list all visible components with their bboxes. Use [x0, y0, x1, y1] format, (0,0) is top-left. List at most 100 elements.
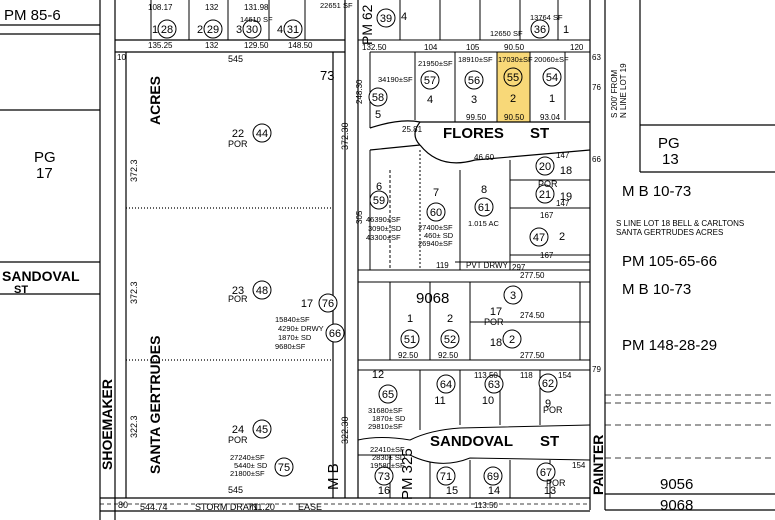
svg-text:18: 18 [490, 337, 502, 349]
parcel-51: 51 1 [400, 313, 420, 349]
svg-text:73: 73 [320, 68, 334, 83]
parcel-57: 574 [420, 70, 440, 106]
svg-text:3: 3 [236, 24, 242, 36]
svg-text:277.50: 277.50 [520, 351, 545, 360]
ref-nline: N LINE LOT 19 [619, 63, 628, 118]
parcel-56: 563 [464, 70, 484, 106]
ref-pg-13-a: PG [658, 135, 680, 152]
svg-text:28: 28 [161, 24, 173, 36]
svg-text:6: 6 [376, 181, 382, 193]
svg-text:322.30: 322.30 [340, 416, 350, 444]
svg-text:93.04: 93.04 [540, 113, 561, 122]
parcel-30: 30 3 [236, 19, 262, 39]
svg-text:2: 2 [447, 313, 453, 325]
highlighted-parcel-55[interactable] [496, 51, 531, 123]
svg-text:22: 22 [232, 128, 244, 140]
svg-text:17: 17 [301, 298, 313, 310]
street-names: FLORES ST SANDOVAL ST SANDOVAL ST SHOEMA… [2, 76, 606, 495]
ref-pm-148: PM 148-28-29 [622, 337, 717, 354]
svg-text:148.50: 148.50 [288, 41, 313, 50]
ref-s-line-note: S LINE LOT 18 BELL & CARLTONS [616, 219, 744, 228]
svg-text:27400±SF: 27400±SF [418, 223, 453, 232]
svg-text:99.50: 99.50 [466, 113, 487, 122]
svg-text:18: 18 [560, 165, 572, 177]
flores-north-block [369, 51, 590, 128]
svg-text:58: 58 [372, 92, 384, 104]
svg-text:132.50: 132.50 [362, 43, 387, 52]
svg-text:119: 119 [436, 261, 449, 270]
svg-text:3: 3 [510, 290, 516, 302]
svg-text:79: 79 [592, 365, 601, 374]
street-flores: FLORES [443, 125, 504, 142]
street-painter: PAINTER [590, 435, 606, 495]
svg-text:544.74: 544.74 [140, 502, 168, 512]
svg-text:POR: POR [543, 405, 563, 415]
svg-text:1: 1 [563, 24, 569, 36]
svg-text:132: 132 [205, 3, 219, 12]
svg-text:EASE: EASE [298, 502, 322, 512]
flores-street [369, 120, 591, 164]
svg-text:22651 SF: 22651 SF [320, 1, 353, 10]
svg-text:147: 147 [556, 151, 570, 160]
street-shoemaker: SHOEMAKER [99, 379, 115, 470]
svg-text:13: 13 [544, 485, 556, 497]
parcel-36: 36 1 [530, 19, 569, 39]
svg-text:1870± SD: 1870± SD [278, 333, 312, 342]
svg-text:80: 80 [118, 500, 128, 510]
svg-text:46390±SF: 46390±SF [366, 215, 401, 224]
svg-text:9: 9 [545, 398, 551, 410]
svg-text:76: 76 [322, 298, 334, 310]
svg-text:31: 31 [287, 24, 299, 36]
svg-text:5440± SD: 5440± SD [234, 461, 268, 470]
svg-text:46.60: 46.60 [474, 153, 495, 162]
svg-text:STORM DRAIN: STORM DRAIN [195, 502, 258, 512]
svg-text:14610 SF: 14610 SF [240, 15, 273, 24]
svg-text:2: 2 [509, 334, 515, 346]
svg-text:62: 62 [542, 378, 554, 390]
svg-text:76: 76 [592, 83, 601, 92]
svg-text:27240±SF: 27240±SF [230, 453, 265, 462]
svg-text:63: 63 [488, 379, 500, 391]
svg-text:90.50: 90.50 [504, 113, 525, 122]
svg-text:21950±SF: 21950±SF [418, 59, 453, 68]
svg-text:305: 305 [355, 210, 364, 224]
svg-text:2: 2 [559, 231, 565, 243]
parcel-62: 62 9 [538, 373, 558, 410]
svg-text:21800±SF: 21800±SF [230, 469, 265, 478]
svg-text:48: 48 [256, 285, 268, 297]
svg-text:2: 2 [510, 93, 516, 105]
svg-text:132: 132 [205, 41, 219, 50]
svg-text:47: 47 [533, 232, 545, 244]
parcel-29: 292 [197, 19, 223, 39]
street-sandoval-left: SANDOVAL [2, 268, 80, 284]
ref-mb-left: M B [325, 463, 342, 490]
svg-text:113.50: 113.50 [474, 371, 498, 380]
svg-text:545: 545 [228, 54, 243, 64]
street-sandoval: SANDOVAL [430, 433, 513, 450]
svg-text:14: 14 [488, 485, 500, 497]
parcel-47: 47 2 [529, 227, 565, 247]
svg-text:21: 21 [539, 189, 551, 201]
svg-text:POR: POR [484, 317, 504, 327]
ref-pg-17-b: 17 [36, 165, 53, 182]
dimension-labels: 108.17 132 131.98 135.25 132 129.50 148.… [117, 3, 601, 510]
svg-text:147: 147 [556, 199, 570, 208]
ref-bk-9068-bottom: 9068 [660, 497, 693, 514]
top-parcel-row [150, 0, 590, 41]
svg-text:51: 51 [404, 334, 416, 346]
svg-text:1: 1 [152, 24, 158, 36]
svg-text:43300±SF: 43300±SF [366, 233, 401, 242]
svg-text:36: 36 [534, 24, 546, 36]
svg-text:73: 73 [378, 471, 390, 483]
svg-text:4290± DRWY: 4290± DRWY [278, 324, 324, 333]
svg-text:1: 1 [407, 313, 413, 325]
svg-text:PVT DRWY: PVT DRWY [466, 261, 509, 270]
svg-text:30: 30 [246, 24, 258, 36]
